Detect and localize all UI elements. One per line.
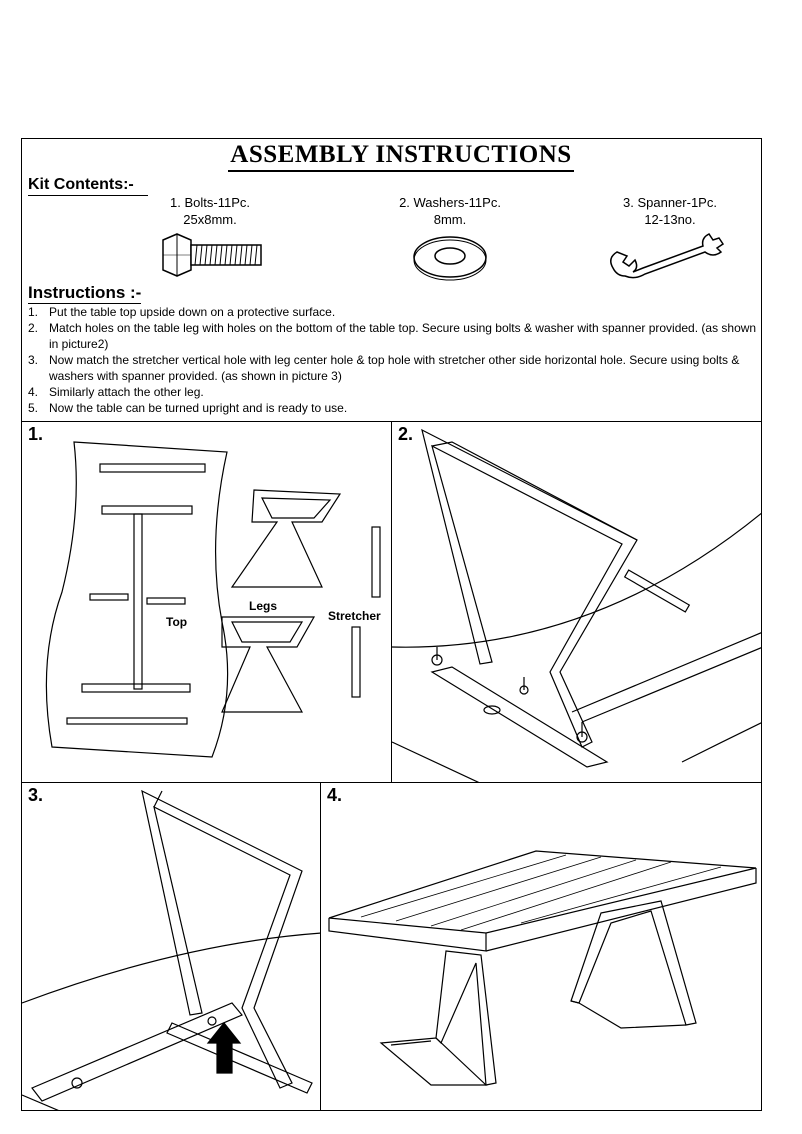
diagram-panel-2: 2. — [391, 421, 762, 783]
bolt-icon — [162, 233, 262, 277]
label-stretcher: Stretcher — [328, 609, 381, 623]
assembled-table-illustration — [328, 850, 757, 1086]
panel-number: 1. — [28, 424, 44, 444]
instruction-step: 5.Now the table can be turned upright an… — [28, 401, 348, 415]
stretcher-attachment-illustration — [22, 789, 320, 1110]
kit-item-spec: 25x8mm. — [183, 212, 237, 227]
kit-item-spec: 8mm. — [433, 212, 467, 227]
kit-item-name: 2. Washers-11Pc. — [399, 195, 501, 210]
leg-attachment-illustration — [392, 428, 761, 782]
diagram-panel-4: 4. — [320, 782, 762, 1111]
kit-item-spanner: 3. Spanner-1Pc. 12-13no. — [600, 194, 740, 284]
washer-icon — [413, 236, 487, 281]
page-title: ASSEMBLY INSTRUCTIONS — [0, 138, 802, 172]
instruction-step: 2.Match holes on the table leg with hole… — [28, 321, 757, 351]
instruction-steps: 1.Put the table top upside down on a pro… — [28, 304, 758, 416]
panel-number: 4. — [327, 785, 343, 805]
instruction-step: 1.Put the table top upside down on a pro… — [28, 305, 336, 319]
panel-number: 2. — [398, 424, 414, 444]
instruction-step: 4.Similarly attach the other leg. — [28, 385, 204, 399]
kit-item-name: 3. Spanner-1Pc. — [623, 195, 717, 210]
kit-item-spec: 12-13no. — [644, 212, 696, 227]
label-legs: Legs — [249, 599, 278, 613]
instruction-step: 3.Now match the stretcher vertical hole … — [28, 353, 740, 383]
diagram-panel-1: 1. Top Legs Stretcher — [21, 421, 392, 783]
kit-item-washers: 2. Washers-11Pc. 8mm. — [380, 194, 520, 286]
kit-item-bolts: 1. Bolts-11Pc. 25x8mm. — [140, 194, 280, 284]
kit-contents-heading: Kit Contents:- — [28, 175, 148, 196]
panel-number: 3. — [28, 785, 44, 805]
kit-item-name: 1. Bolts-11Pc. — [170, 195, 250, 210]
instructions-heading: Instructions :- — [28, 283, 142, 304]
diagram-panel-3: 3. — [21, 782, 321, 1111]
parts-layout-illustration — [45, 441, 381, 758]
label-top: Top — [166, 615, 188, 629]
spanner-icon — [610, 233, 725, 279]
